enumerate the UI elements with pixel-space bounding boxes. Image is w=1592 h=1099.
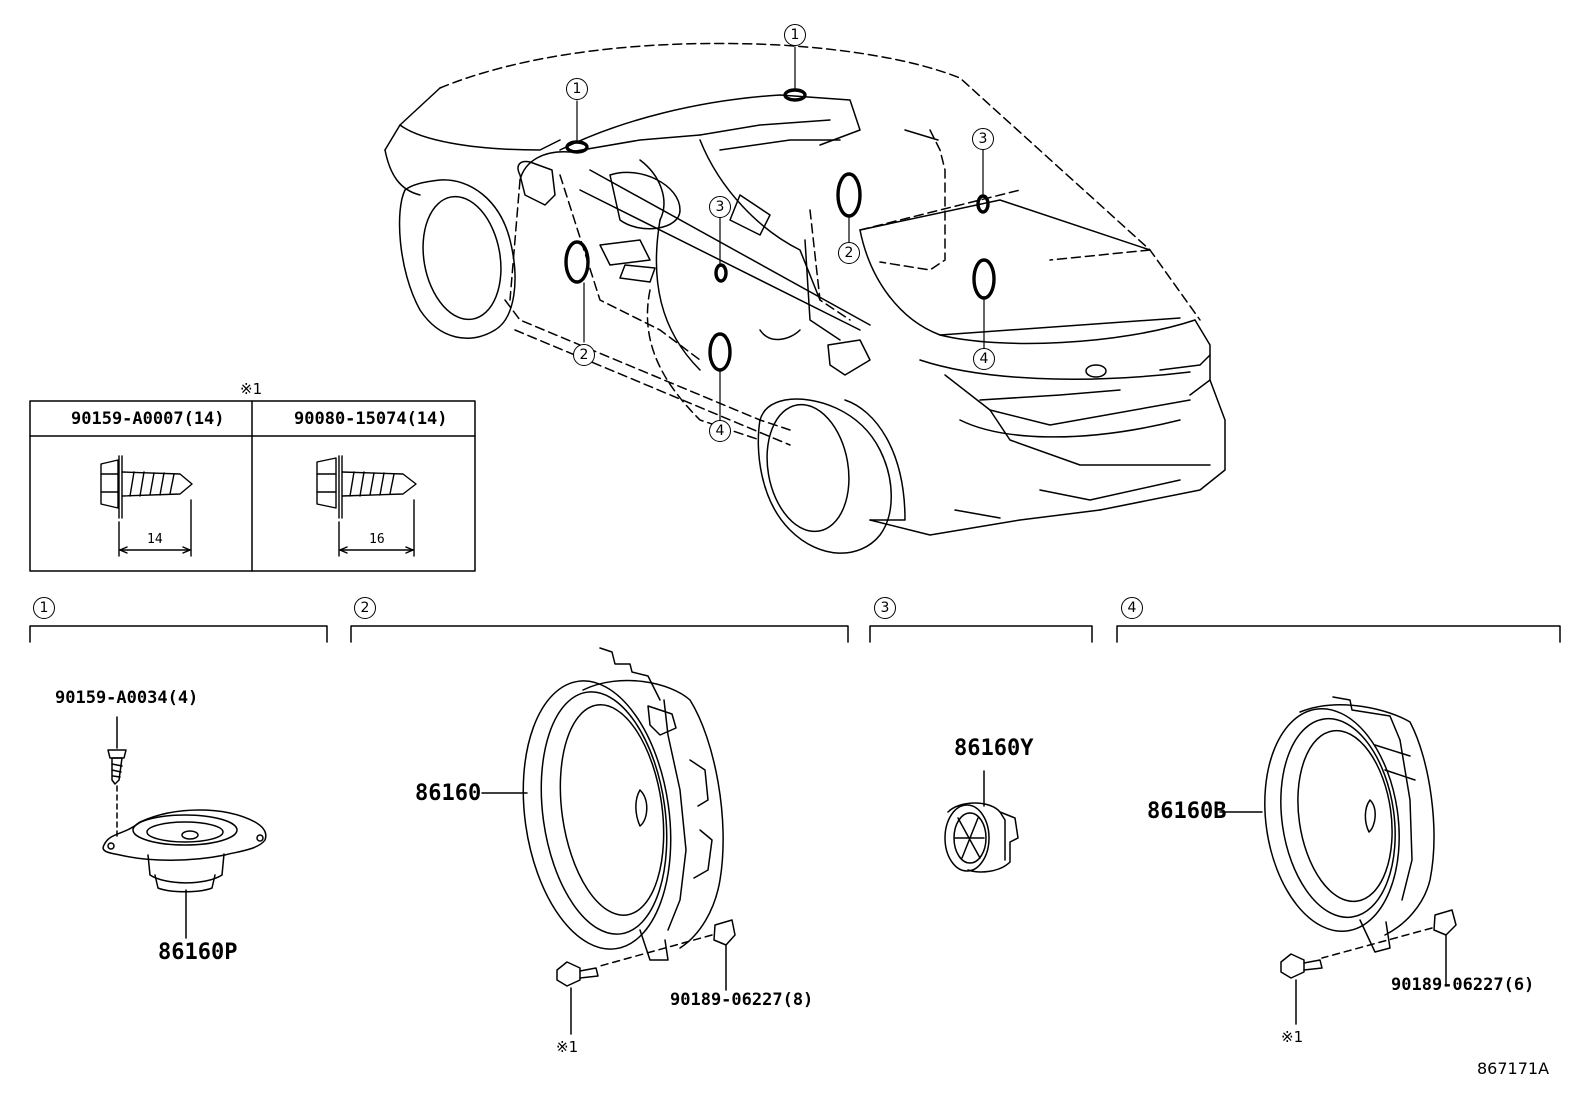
- section-1-number: 1: [33, 597, 55, 619]
- part-label-90189-06227-6: 90189-06227(6): [1391, 975, 1535, 995]
- section-2-note-mark: ※1: [556, 1038, 579, 1056]
- table-col-2-part: 90080-15074(14): [294, 409, 448, 429]
- part-label-86160P: 86160P: [158, 940, 238, 965]
- section-2-number: 2: [354, 597, 376, 619]
- bolt-icon-left: [100, 455, 193, 557]
- section-brackets: [29, 625, 1561, 643]
- table-col-1-part: 90159-A0007(14): [71, 409, 225, 429]
- part-label-90189-06227-8: 90189-06227(8): [670, 990, 814, 1010]
- bolt-table-frame: [29, 400, 476, 572]
- callout-4-front: 4: [709, 420, 731, 442]
- speaker-86160-drawing: [481, 647, 736, 1035]
- speaker-86160Y-drawing: [944, 770, 1019, 873]
- table-note-mark: ※1: [240, 380, 263, 398]
- table-col-2-dim: 16: [369, 532, 385, 547]
- car-illustration: [384, 42, 1226, 554]
- table-col-1-dim: 14: [147, 532, 163, 547]
- part-label-86160B: 86160B: [1147, 799, 1227, 824]
- callout-4-rear: 4: [973, 348, 995, 370]
- callout-1-front: 1: [566, 78, 588, 100]
- part-label-86160: 86160: [415, 781, 482, 806]
- callout-1-rear: 1: [784, 24, 806, 46]
- bolt-icon-right: [316, 455, 417, 557]
- section-4-note-mark: ※1: [1281, 1028, 1304, 1046]
- part-label-86160Y: 86160Y: [954, 736, 1034, 761]
- part-label-90159-A0034: 90159-A0034(4): [55, 688, 199, 708]
- callout-3-front: 3: [709, 196, 731, 218]
- speaker-86160P-drawing: [102, 716, 267, 939]
- callout-2-rear: 2: [838, 242, 860, 264]
- section-3-number: 3: [874, 597, 896, 619]
- callout-2-front: 2: [573, 344, 595, 366]
- speaker-86160B-drawing: [1219, 696, 1457, 1025]
- section-4-number: 4: [1121, 597, 1143, 619]
- diagram-id: 867171A: [1477, 1059, 1550, 1078]
- callout-3-rear: 3: [972, 128, 994, 150]
